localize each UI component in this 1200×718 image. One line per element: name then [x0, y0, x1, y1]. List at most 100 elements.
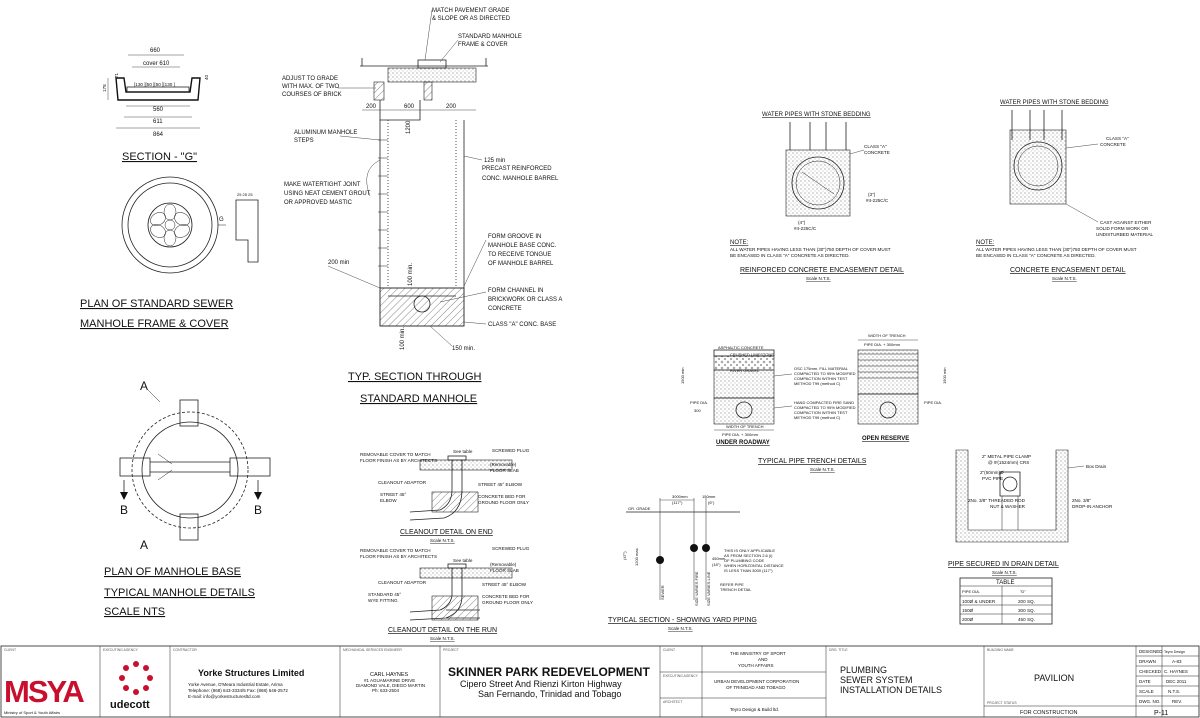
pt-base: CRUSHED LIMESTONE [730, 352, 774, 357]
tb-drg-title-1: PLUMBING [840, 665, 887, 675]
dd-rod-2: NUT & WASHER [990, 504, 1026, 509]
pt-under-roadway: UNDER ROADWAY [716, 440, 770, 446]
tb-hdr-project: PROJECT [443, 648, 459, 652]
mh-dim-100min-v: 100 min. [408, 263, 414, 286]
mh-note-grade-1: MATCH PAVEMENT GRADE [432, 8, 510, 14]
tb-drg-title-2: SEWER SYSTEM [840, 675, 913, 685]
mh-note-frame-2: FRAME & COVER [458, 42, 508, 48]
tb-hdr-status: PROJECT STATUS [987, 701, 1017, 705]
tb-row-label-3: CHECKED [1139, 669, 1162, 674]
tb-project-1: SKINNER PARK REDEVELOPMENT [448, 665, 650, 679]
mh-note-steps-1: ALUMINUM MANHOLE [294, 130, 357, 136]
re-scale: Scale N.T.S. [806, 276, 831, 281]
tb-row-label-1: DESIGNED [1139, 649, 1163, 654]
cr-bed-2: GROUND FLOOR ONLY [482, 600, 533, 605]
pt-hand-1: HAND COMPACTED FIRE SAND [794, 400, 854, 405]
cr-std-1: STANDARD 45° [368, 592, 401, 597]
dim-inner: [130 ][50 ][50 ][130 ] [134, 82, 175, 87]
tb-row-value-3: C. HAYNES [1164, 669, 1188, 674]
dd-scale: Scale N.T.S. [992, 570, 1017, 575]
ce-see-table: See table [453, 449, 473, 454]
cr-scale: Scale N.T.S. [430, 636, 455, 641]
re-bars: #4-225C/C [866, 198, 889, 203]
msya-caption: Ministry of Sport & Youth Affairs [4, 710, 60, 715]
mh-note-steps-2: STEPS [294, 138, 314, 144]
pt-fill-1: OSC 175mm. FILL MATERIAL [794, 366, 849, 371]
mh-note-groove-2: MANHOLE BASE CONC. [488, 243, 557, 249]
cr-std-2: WYE FITTING [368, 598, 398, 603]
mh-note-base: CLASS "A" CONC. BASE [488, 322, 556, 328]
ce2-header: WATER PIPES WITH STONE BEDDING [1000, 100, 1109, 106]
pt-pipe-dia: PIPE DIA. [690, 400, 708, 405]
plan-base-detail: A A B B PLAN OF MANHOLE BASE TYPICAL MAN… [104, 379, 271, 618]
tb-building: PAVILION [1034, 673, 1074, 683]
tb-mep-addr-2: DIAMOND VALE, DIEGO MARTIN [356, 683, 425, 688]
pt-hand-4: METHOD T99 (method C) [794, 415, 841, 420]
re-bars-2: #4-225C/C [794, 226, 817, 231]
table-row-2-dia: 150Ø [962, 608, 974, 613]
pt-fill-2: COMPACTED TO 95% MODIFIED [794, 371, 856, 376]
yp-d18: (18") [712, 562, 721, 567]
cr-cover-2: FLOOR FINISH AS BY ARCHITECTS [360, 554, 437, 559]
dim-cover: cover 610 [143, 61, 170, 67]
mh-dim-200b: 200 [446, 104, 457, 110]
mh-note-adjust-1: ADJUST TO GRADE [282, 76, 338, 82]
pt-bottom-2: PIPE DIA. + 300mm [722, 432, 759, 437]
tb-contractor-addr-3: E-mail: info@yorkestructuresltd.com [188, 694, 261, 699]
tb-architect: Teyro Design & Build ltd. [730, 707, 779, 712]
cr-floor-1: (Removable) [490, 562, 517, 567]
dd-title: PIPE SECURED IN DRAIN DETAIL [948, 561, 1059, 568]
plan-base-title-2: TYPICAL MANHOLE DETAILS [104, 587, 255, 599]
ce2-note-2: BE ENCASED IN CLASS "A" CONCRETE AS DIRE… [976, 253, 1096, 258]
udecott-logo: udecott [110, 661, 153, 711]
pt-open-reserve: OPEN RESERVE [862, 436, 909, 442]
tb-client-2: AND [758, 657, 768, 662]
yp-size-varies: SIZE VARIES FIRE [694, 571, 699, 606]
tb-row-value-2: A-83 [1172, 659, 1182, 664]
tb-hdr-agency: EXECUTING AGENCY [103, 648, 139, 652]
mh-note-groove-1: FORM GROOVE IN [488, 234, 541, 240]
yp-d6: (6") [708, 500, 715, 505]
mh-note-barrel-2: CONC. MANHOLE BARREL [482, 176, 559, 182]
re-class-a-2: CONCRETE [864, 150, 890, 155]
cr-bed-1: CONCRETE BED FOR [482, 594, 530, 599]
yp-grade: GR. GRADE [628, 506, 651, 511]
dd-pvc-2: PVC PIPE [982, 476, 1003, 481]
re-note-1: ALL WATER PIPES HAVING LESS THAN (30")75… [730, 247, 891, 252]
tb-row-label-2: DRAWN [1139, 659, 1156, 664]
mh-dim-1200: 1200 [406, 120, 412, 134]
pt-bottom-1: WIDTH OF TRENCH [726, 424, 764, 429]
yp-d117a: (117") [672, 500, 683, 505]
dd-anchor-2: DROP-IN ANCHOR [1072, 504, 1113, 509]
mh-note-barrel-1: PRECAST REINFORCED [482, 166, 552, 172]
cr-adaptor: CLEANOUT ADAPTOR [378, 580, 427, 585]
plan-base-title-3: SCALE NTS [104, 606, 165, 618]
plan-cover-side-dims: 25 25 25 [237, 192, 253, 197]
mh-note-joint-3: OR APPROVED MASTIC [284, 200, 353, 206]
plan-base-b-right: B [254, 503, 262, 517]
dim-864: 864 [153, 132, 164, 138]
tb-status: FOR CONSTRUCTION [1020, 710, 1077, 716]
ce2-cast-3: UNDISTURBED MATERIAL [1096, 232, 1154, 237]
tb-contractor-addr-1: Yorke Avenue, O'Meara Industrial Estate,… [188, 682, 283, 687]
yp-sewer: SEWER [660, 585, 665, 600]
table-row-1-d: 200 SQ. [1018, 599, 1035, 604]
ce-title: CLEANOUT DETAIL ON END [400, 529, 493, 536]
tb-hdr-mep: MECHANICAL SERVICES ENGINEER [343, 648, 402, 652]
dd-rod-1: 2No. 3/8" THREADED ROD [968, 498, 1026, 503]
msya-logo: MSYA Ministry of Sport & Youth Affairs [4, 674, 86, 715]
tb-project-3: San Fernando, Trinidad and Tobago [478, 689, 621, 699]
yp-d150: 150mm [702, 494, 716, 499]
ce-cover-1: REMOVABLE COVER TO MATCH [360, 452, 431, 457]
table-row-2-d: 300 SQ. [1018, 608, 1035, 613]
pt-top-1: WIDTH OF TRENCH [868, 333, 906, 338]
yp-d450: 450mm [712, 556, 726, 561]
cr-cover-1: REMOVABLE COVER TO MATCH [360, 548, 431, 553]
dd-box: Box Drain [1086, 464, 1107, 469]
mh-note-barrel-0: 125 min [484, 158, 505, 164]
yp-refer-2: TRENCH DETAIL [720, 587, 752, 592]
mh-dim-600: 600 [404, 104, 415, 110]
yp-note-3: OF PLUMBING CODE [724, 558, 765, 563]
pt-d300: 300 [694, 408, 701, 413]
drain-detail: 2" METAL PIPE CLAMP @ 9'(1524mm) CRS 2"(… [948, 449, 1113, 575]
